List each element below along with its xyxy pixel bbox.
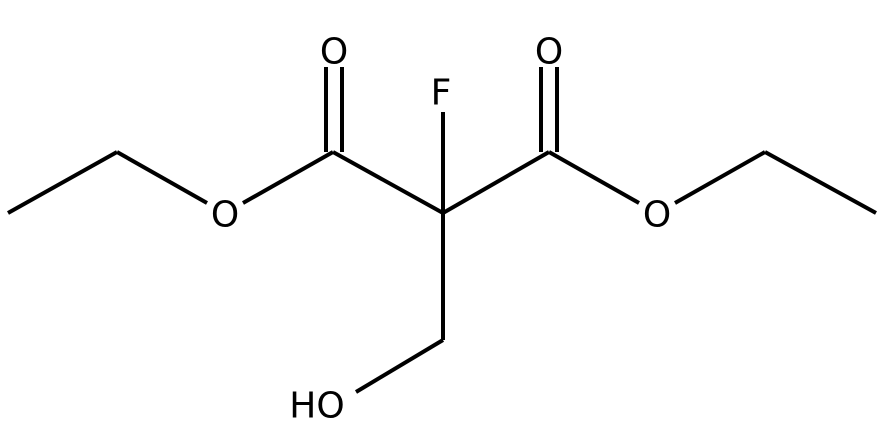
atom-label-fluorine: F — [431, 73, 452, 114]
atom-label-hydroxyl: HO — [289, 386, 344, 427]
bond-o-left-carbonyl-c — [242, 150, 334, 205]
bond-ethyl-left — [7, 150, 118, 215]
bond-o-right-ethyl-ch2 — [674, 150, 766, 205]
atom-label-o-left-carbonyl: O — [320, 32, 348, 73]
atom-label-o-right-ester: O — [643, 195, 671, 236]
atom-label-o-right-carbonyl: O — [535, 32, 563, 73]
bond-ethyl-left-ch2-o — [116, 150, 208, 205]
bond-right-carbonyl-c-o — [548, 150, 640, 205]
bond-ethyl-right — [764, 150, 877, 215]
atom-label-o-left-ester: O — [211, 195, 239, 236]
bond-ch2-oh — [354, 338, 445, 394]
bond-left-carbonyl-to-center — [332, 150, 444, 215]
bond-center-to-right-carbonyl — [442, 150, 550, 215]
